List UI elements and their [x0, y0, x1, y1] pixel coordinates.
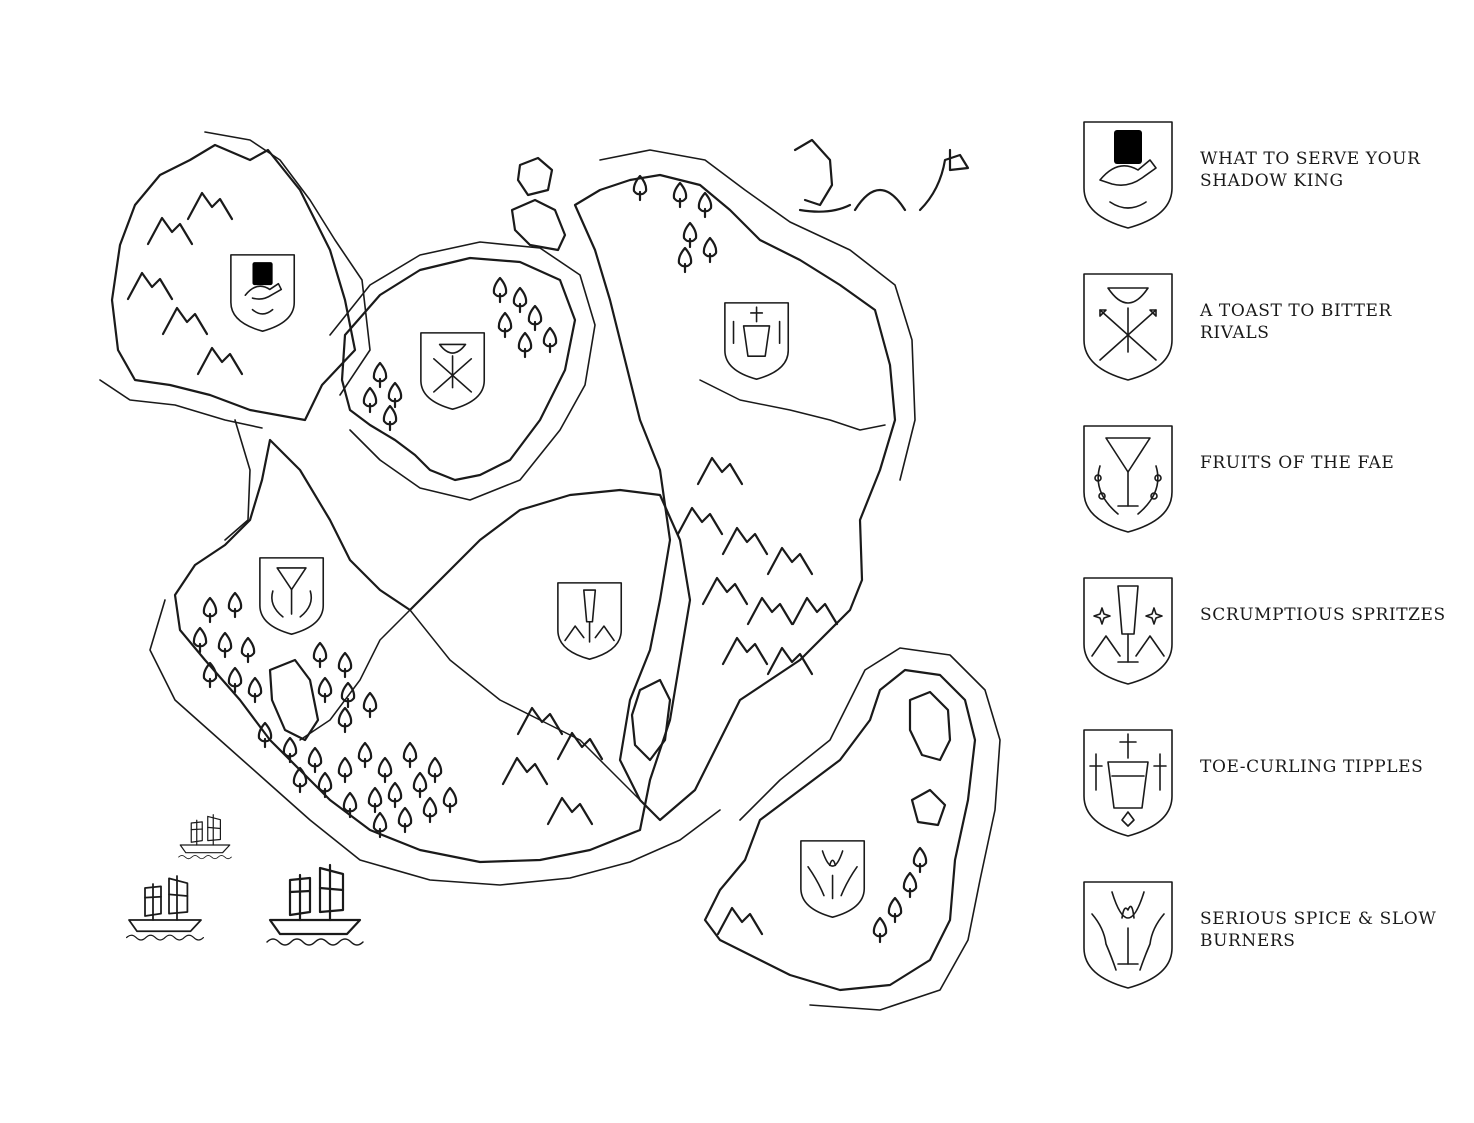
mountains	[126, 191, 839, 936]
legend-label: Fruits of the Fae	[1200, 453, 1395, 473]
legend-item-spice: Serious spice & slow burners	[1080, 878, 1460, 993]
central-north-island	[329, 241, 596, 501]
chalice-crossed-arrows-shield-icon	[1083, 273, 1173, 381]
flaming-glass-wings-shield-icon	[1083, 881, 1173, 989]
sea-serpent	[793, 138, 970, 213]
legend-label: Toe-curling tipples	[1200, 757, 1424, 777]
flute-stars-mountains-shield-icon	[1083, 577, 1173, 685]
legend-item-tipples: Toe-curling tipples	[1080, 726, 1460, 841]
map-shield-goblet-cross	[724, 302, 790, 380]
legend-item-shadow-king: What to serve your shadow king	[1080, 118, 1460, 233]
map-shield-martini	[259, 557, 325, 635]
goblet-cross-daggers-shield-icon	[1083, 729, 1173, 837]
map-shield-pelican	[230, 254, 296, 332]
legend-item-spritzes: Scrumptious spritzes	[1080, 574, 1460, 689]
northwest-island	[99, 131, 371, 429]
legend-label: What to serve your shadow king	[1200, 149, 1421, 191]
legend-label: Scrumptious spritzes	[1200, 605, 1446, 625]
martini-wreath-shield-icon	[1083, 425, 1173, 533]
pelican-pillar-shield-icon	[1083, 121, 1173, 229]
map-shield-chalice	[420, 332, 486, 410]
map-shield-flute	[557, 582, 623, 660]
legend-item-bitter-rivals: A toast to bitter rivals	[1080, 270, 1460, 385]
legend-label: A toast to bitter rivals	[1200, 301, 1392, 343]
legend-label: Serious spice & slow burners	[1200, 909, 1437, 951]
legend-item-fruits-fae: Fruits of the Fae	[1080, 422, 1460, 537]
forests	[192, 174, 928, 944]
northeast-island	[573, 149, 916, 822]
map-shield-flame	[800, 840, 866, 918]
north-islets	[510, 156, 567, 252]
southeast-island	[703, 647, 1001, 1011]
